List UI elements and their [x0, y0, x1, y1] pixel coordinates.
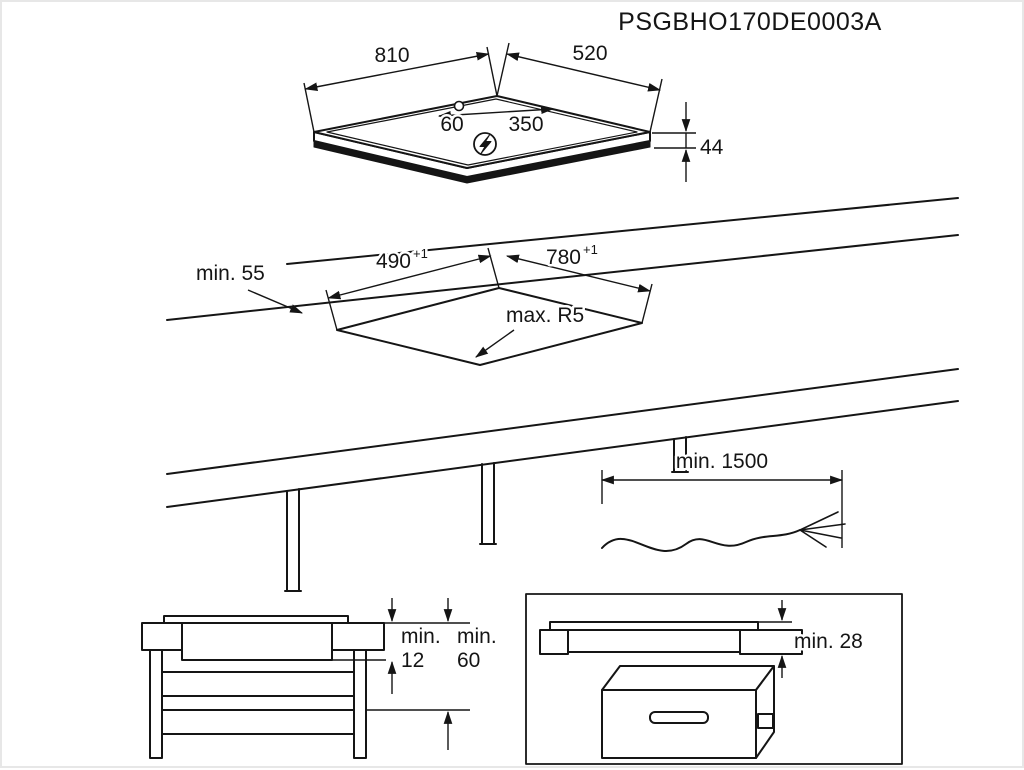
worktop-section-right	[331, 622, 385, 651]
power-cable	[601, 529, 801, 552]
ext-line	[649, 78, 663, 133]
hob-glass-section	[549, 621, 759, 631]
ext-line	[487, 247, 500, 289]
oven-side-knob	[757, 713, 774, 729]
cable-length-label: min. 1500	[676, 450, 768, 473]
power-distance-label: 350	[508, 113, 543, 136]
worktop-cutout-view: 490 +1 780 +1 min. 55 max. R5	[166, 197, 959, 592]
cabinet-legs	[284, 436, 689, 592]
cable-wire-strands	[799, 511, 846, 548]
drawer-front-lower	[161, 709, 355, 735]
min-label-b: min.	[457, 625, 497, 648]
cutout-depth-tolerance: +1	[413, 246, 428, 261]
corner-radius-label: max. R5	[506, 304, 584, 327]
cutout-depth-dimension-line	[327, 254, 492, 300]
hob-body-section	[567, 629, 741, 653]
hob-width-label: 810	[374, 44, 409, 67]
hob-body-section	[181, 622, 333, 661]
depth-dimension-line	[505, 52, 662, 92]
ext-line	[496, 42, 510, 97]
worktop-section-left	[539, 629, 569, 655]
cutout-width-tolerance: +1	[583, 242, 598, 257]
oven-installation-view: min. 28	[525, 593, 903, 765]
cabinet-side-panel-right	[353, 649, 367, 759]
power-connection-symbol	[473, 132, 497, 156]
edge-clearance-arrow	[247, 289, 303, 314]
drawer-front-upper	[161, 671, 355, 697]
cutout-depth-label: 490	[376, 250, 411, 273]
power-inlet-mark	[453, 100, 465, 112]
drawer-installation-view: min. 12 min. 60	[141, 598, 499, 759]
cutout-opening	[336, 287, 643, 366]
power-position-dimension-line	[437, 105, 555, 120]
oven-top-face	[601, 665, 775, 691]
view-frame	[525, 593, 903, 765]
power-cable-view: min. 1500	[600, 448, 846, 552]
cabinet-side-panel-left	[149, 649, 163, 759]
width-dimension-line	[304, 51, 490, 92]
worktop-section-right	[739, 629, 803, 655]
document-code: PSGBHO170DE0003A	[618, 8, 882, 36]
hob-depth-label: 520	[572, 42, 607, 65]
lightning-bolt-icon	[479, 134, 492, 154]
worktop-front-bottom-edge	[166, 400, 959, 508]
hob-height-label: 44	[700, 136, 724, 159]
oven	[601, 665, 775, 759]
hob-glass-section	[163, 615, 349, 624]
hob-isometric-view: 60 350 810 520 44	[303, 40, 726, 184]
power-offset-label: 60	[440, 113, 463, 136]
oven-door-handle	[649, 711, 709, 724]
edge-clearance-label: min. 55	[196, 262, 265, 285]
cutout-width-dimension-line	[505, 254, 652, 293]
oven-gap-label: min. 28	[794, 630, 863, 653]
cutout-width-label: 780	[546, 246, 581, 269]
hob-base-band	[313, 140, 651, 184]
gap-value-a: 12	[401, 649, 424, 672]
worktop-section-left	[141, 622, 183, 651]
gap-value-b: 60	[457, 649, 480, 672]
worktop-front-top-edge	[166, 368, 959, 475]
min-label-a: min.	[401, 625, 441, 648]
corner-radius-arrow	[475, 329, 515, 358]
wall-line	[286, 197, 959, 265]
ext-line	[303, 82, 315, 133]
